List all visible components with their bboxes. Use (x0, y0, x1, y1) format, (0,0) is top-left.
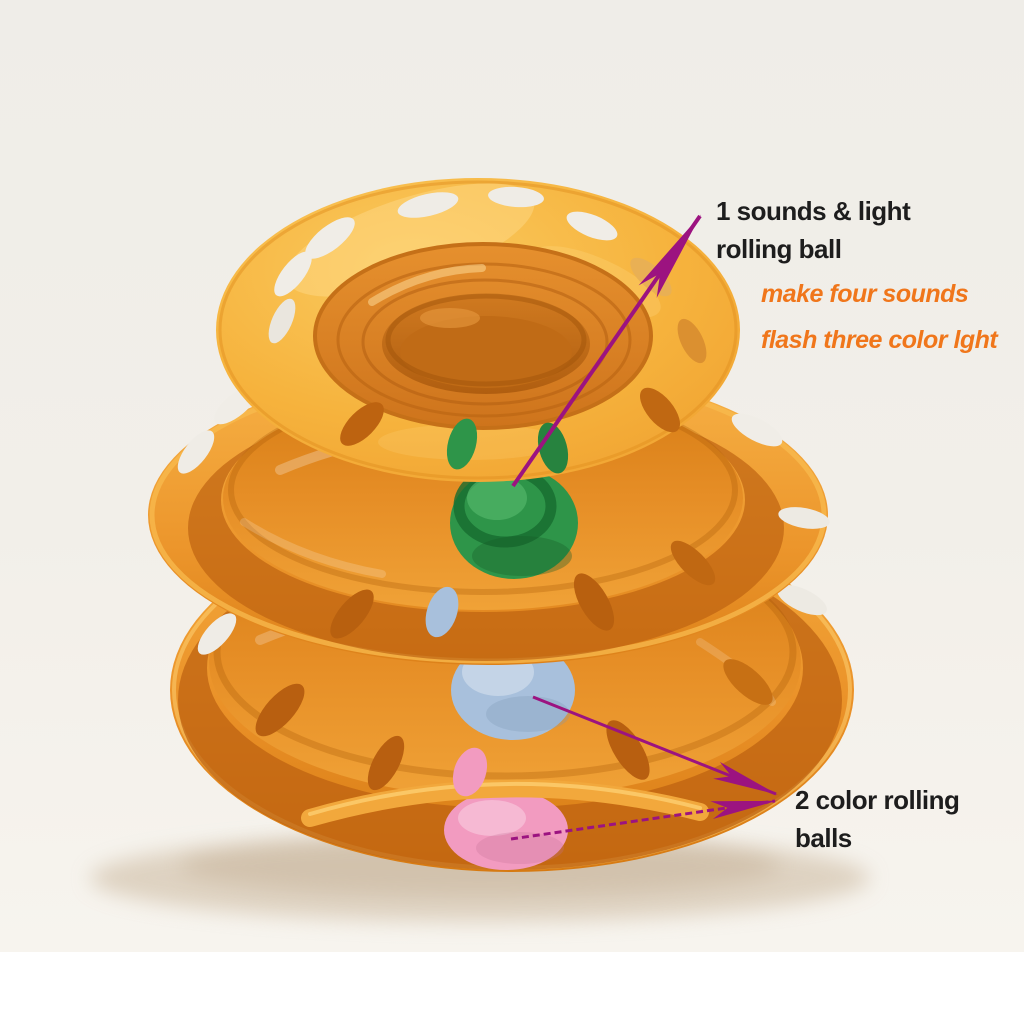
rim-slot (639, 387, 681, 433)
hole-sheen (420, 308, 480, 328)
rim-slot (268, 298, 296, 344)
rim-slot (330, 589, 374, 639)
rim-slot (255, 683, 305, 737)
arrow-to-blue-ball (532, 695, 778, 796)
front-lip (301, 779, 709, 827)
rim-slot (606, 720, 650, 780)
rim-slot (367, 735, 405, 791)
pink-ball-body (444, 790, 568, 870)
bottom-tier-groove (178, 528, 842, 870)
annotation-line: 2 color rolling (795, 785, 960, 815)
blue-ball-shade (486, 696, 570, 732)
bottom-tier-front-lip (301, 779, 709, 827)
annotation-sounds-light-ball: 1 sounds & light rolling ball (716, 192, 911, 268)
rim-sheen (285, 183, 535, 297)
arrow-to-pink-ball (510, 799, 777, 841)
pink-ball-highlight (458, 800, 526, 836)
rim-slot-blue-ball-peek (425, 586, 459, 638)
rim-slot-pink-ball-peek (452, 747, 488, 797)
rim-slot (777, 584, 827, 616)
rim-slot (274, 251, 312, 297)
rim-slot (731, 413, 783, 447)
rim-slot (778, 507, 830, 529)
annotation-line: 1 sounds & light (716, 196, 911, 226)
rim-slot (566, 211, 618, 241)
rim-slot (723, 659, 773, 705)
arrow-to-green-ball (511, 214, 702, 488)
annotation-sounds-flash: make four sounds flash three color lght (761, 271, 998, 363)
annotation-line: make four sounds (761, 280, 969, 308)
annotation-line: balls (795, 823, 852, 853)
front-lip-highlight (308, 781, 702, 816)
rim-slot (670, 540, 716, 586)
pink-ball (444, 790, 568, 870)
rim-slot (573, 573, 615, 631)
rim-slot (488, 186, 544, 208)
track-sheen (240, 518, 386, 578)
rim-slot (305, 217, 355, 259)
pink-ball-shade (476, 832, 564, 864)
bottom-tier-slots (197, 562, 827, 797)
annotation-arrows (510, 214, 778, 841)
green-ball-shade (472, 536, 572, 576)
rim-slot (677, 318, 707, 364)
rim-slot (340, 402, 384, 446)
center-hole-floor (400, 316, 572, 388)
top-tier (216, 178, 740, 482)
rim-slot-green-ball-peek (537, 422, 569, 474)
middle-tier-slots (177, 385, 830, 639)
annotation-two-color-balls: 2 color rolling balls (795, 781, 960, 857)
funnel-ring (361, 278, 609, 406)
annotation-line: flash three color lght (761, 326, 998, 354)
center-hole-shadow (385, 293, 587, 387)
rim-slot (177, 430, 215, 474)
middle-tier-groove (188, 387, 784, 661)
annotation-line: rolling ball (716, 234, 842, 264)
rim-slot-green-ball-peek (446, 418, 478, 470)
funnel-ring (336, 262, 632, 418)
blue-ball-body (451, 640, 575, 740)
funnel-sheen (368, 264, 486, 306)
green-ball-cap (467, 476, 527, 520)
rim-slot (197, 613, 237, 655)
rim-slot (397, 192, 459, 218)
top-tier-edge (218, 180, 738, 480)
